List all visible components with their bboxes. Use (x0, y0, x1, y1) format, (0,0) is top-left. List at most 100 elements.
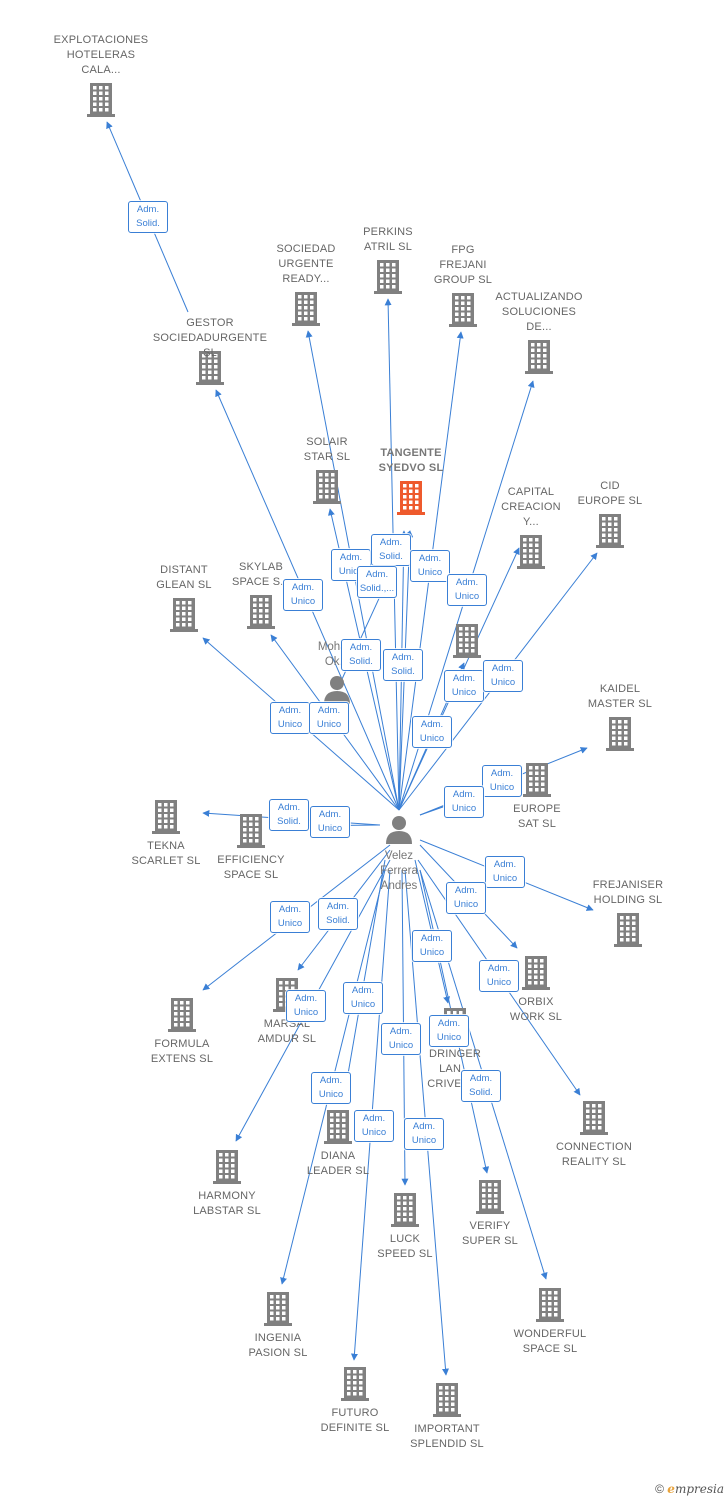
role-badge[interactable]: Adm.Unico (444, 670, 484, 702)
company-building-icon[interactable] (168, 998, 196, 1032)
role-badge[interactable]: Adm.Unico (485, 856, 525, 888)
role-badge[interactable]: Adm.Unico (483, 660, 523, 692)
role-badge-type: Adm. (454, 885, 478, 896)
company-building-icon[interactable] (237, 814, 265, 848)
role-badge[interactable]: Adm.Unico (412, 716, 452, 748)
role-badge[interactable]: Adm.Solid. (383, 649, 423, 681)
role-badge[interactable]: Adm.Solid. (269, 799, 309, 831)
role-badge[interactable]: Adm.Unico (412, 930, 452, 962)
company-building-icon[interactable] (523, 763, 551, 797)
company-label-line: ORBIX (518, 996, 554, 1008)
company-building-icon[interactable] (476, 1180, 504, 1214)
role-badge[interactable]: Adm.Unico (286, 990, 326, 1022)
company-building-icon[interactable] (213, 1150, 241, 1184)
role-badge-kind: Unico (489, 782, 515, 793)
company-building-icon[interactable] (596, 514, 624, 548)
company-building-icon[interactable] (391, 1193, 419, 1227)
copyright-symbol: © (655, 1482, 664, 1496)
company-label-line: PASION SL (248, 1347, 308, 1359)
role-badge[interactable]: Adm.Unico (444, 786, 484, 818)
role-badge[interactable]: Adm.Solid. (318, 898, 358, 930)
brand-logo[interactable]: empresia (667, 1482, 724, 1496)
company-building-icon[interactable] (606, 717, 634, 751)
company-building-icon[interactable] (374, 260, 402, 294)
company-building-icon[interactable] (87, 83, 115, 117)
role-badge[interactable]: Adm.Unico (331, 549, 371, 581)
role-badge[interactable]: Adm.Unico (283, 579, 323, 611)
role-badge[interactable]: Adm.Unico (410, 550, 450, 582)
role-badge[interactable]: Adm.Unico (429, 1015, 469, 1047)
person-icon[interactable] (386, 816, 412, 844)
role-badge[interactable]: Adm.Solid. (461, 1070, 501, 1102)
company-building-icon[interactable] (170, 598, 198, 632)
company-building-icon[interactable] (522, 956, 550, 990)
company-building-icon[interactable] (152, 800, 180, 834)
company-building-icon[interactable] (433, 1383, 461, 1417)
role-badge[interactable]: Adm.Solid. (341, 639, 381, 671)
role-badge[interactable]: Adm.Unico (270, 901, 310, 933)
role-badge[interactable]: Adm.Unico (343, 982, 383, 1014)
company-building-icon[interactable] (313, 470, 341, 504)
company-building-icon[interactable] (525, 340, 553, 374)
role-badge[interactable]: Adm.Unico (354, 1110, 394, 1142)
company-building-icon[interactable] (517, 535, 545, 569)
company-building-icon[interactable] (292, 292, 320, 326)
role-badge[interactable]: Adm.Solid.,... (357, 566, 397, 598)
role-badge[interactable]: Adm.Unico (404, 1118, 444, 1150)
role-badge[interactable]: Adm.Unico (381, 1023, 421, 1055)
role-badge-kind: Unico (318, 1089, 344, 1100)
company-building-icon[interactable] (453, 624, 481, 658)
company-label-line: EFFICIENCY (217, 854, 285, 866)
company-building-icon[interactable] (264, 1292, 292, 1326)
company-building-icon[interactable] (196, 351, 224, 385)
company-building-icon[interactable] (324, 1110, 352, 1144)
company-building-icon[interactable] (397, 481, 425, 515)
company-building-icon[interactable] (580, 1101, 608, 1135)
role-badge[interactable]: Adm.Unico (309, 702, 349, 734)
role-badge[interactable]: Adm.Unico (310, 806, 350, 838)
role-badge[interactable]: Adm.Unico (447, 574, 487, 606)
company-building-icon[interactable] (449, 293, 477, 327)
role-badge[interactable]: Adm.Solid. (371, 534, 411, 566)
person-icon[interactable] (324, 676, 350, 704)
role-badge[interactable]: Adm.Unico (270, 702, 310, 734)
company-building-icon[interactable] (341, 1367, 369, 1401)
role-badge[interactable]: Adm.Solid. (128, 201, 168, 233)
company-building-icon[interactable] (247, 595, 275, 629)
role-badge[interactable]: Adm.Unico (311, 1072, 351, 1104)
role-badge[interactable]: Adm.Unico (446, 882, 486, 914)
role-badge[interactable]: Adm.Unico (482, 765, 522, 797)
company-building-icon[interactable] (614, 913, 642, 947)
company-building-icon[interactable] (536, 1288, 564, 1322)
role-badge[interactable]: Adm.Unico (479, 960, 519, 992)
